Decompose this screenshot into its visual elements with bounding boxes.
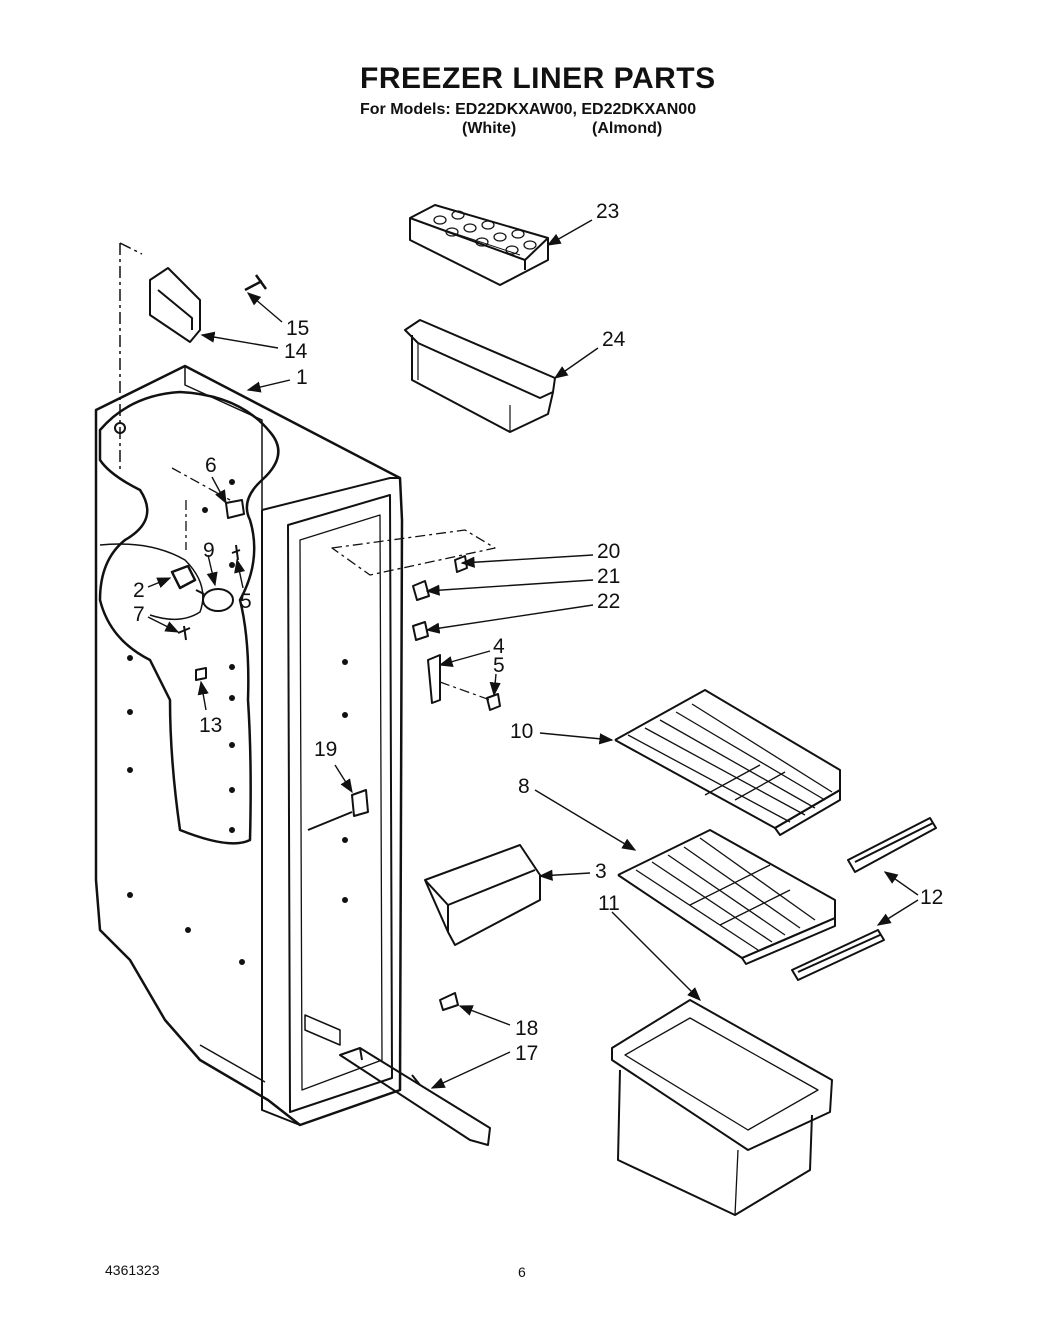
label-part-21: 21 — [597, 565, 620, 588]
label-part-2: 2 — [133, 579, 145, 602]
label-part-1: 1 — [296, 366, 308, 389]
label-part-8: 8 — [518, 775, 530, 798]
label-part-24: 24 — [602, 328, 626, 351]
label-part-5a: 5 — [240, 590, 252, 613]
models-line: For Models: ED22DKXAW00, ED22DKXAN00 — [360, 101, 697, 118]
leader-lines — [147, 219, 919, 1089]
label-part-22: 22 — [597, 590, 620, 613]
label-part-15: 15 — [286, 317, 309, 340]
shelf-trim-upper — [847, 817, 937, 873]
shelf-support-19 — [307, 789, 369, 831]
label-part-5b: 5 — [493, 654, 505, 677]
ice-bin — [404, 319, 556, 433]
label-part-11: 11 — [598, 892, 620, 915]
page-title: FREEZER LINER PARTS — [360, 62, 716, 95]
label-part-20: 20 — [597, 540, 620, 563]
mounting-holes — [114, 422, 348, 965]
label-part-14: 14 — [284, 340, 308, 363]
label-part-12: 12 — [920, 886, 943, 909]
freezer-liner — [94, 364, 404, 1127]
bracket-screw — [244, 274, 268, 292]
bracket-17 — [339, 1047, 491, 1146]
screw-18 — [439, 992, 459, 1011]
label-part-10: 10 — [510, 720, 533, 743]
part-labels: 23 24 15 14 1 6 9 2 7 5 13 20 21 22 4 5 … — [133, 200, 943, 1065]
shelf-trim-lower — [791, 929, 885, 981]
label-part-7: 7 — [133, 603, 145, 626]
label-part-6: 6 — [205, 454, 217, 477]
shelf-bracket-3 — [424, 844, 541, 946]
wire-shelf-lower — [617, 829, 836, 965]
label-part-9: 9 — [203, 539, 215, 562]
variant-almond: (Almond) — [592, 120, 663, 137]
label-part-18: 18 — [515, 1017, 538, 1040]
shelf-retainers — [331, 529, 501, 711]
ice-cube-tray — [409, 204, 549, 286]
page-number: 6 — [518, 1264, 526, 1280]
lamp-socket-hardware — [170, 467, 245, 681]
document-number: 4361323 — [105, 1262, 160, 1278]
label-part-19: 19 — [314, 738, 337, 761]
centerline — [119, 242, 143, 470]
variant-white: (White) — [462, 120, 517, 137]
wire-shelf-upper — [614, 689, 841, 836]
label-part-17: 17 — [515, 1042, 538, 1065]
label-part-3: 3 — [595, 860, 607, 883]
freezer-basket — [611, 999, 833, 1216]
top-bracket — [149, 267, 201, 343]
label-part-4: 4 — [493, 635, 505, 658]
label-part-23: 23 — [596, 200, 619, 223]
label-part-13: 13 — [199, 714, 222, 737]
